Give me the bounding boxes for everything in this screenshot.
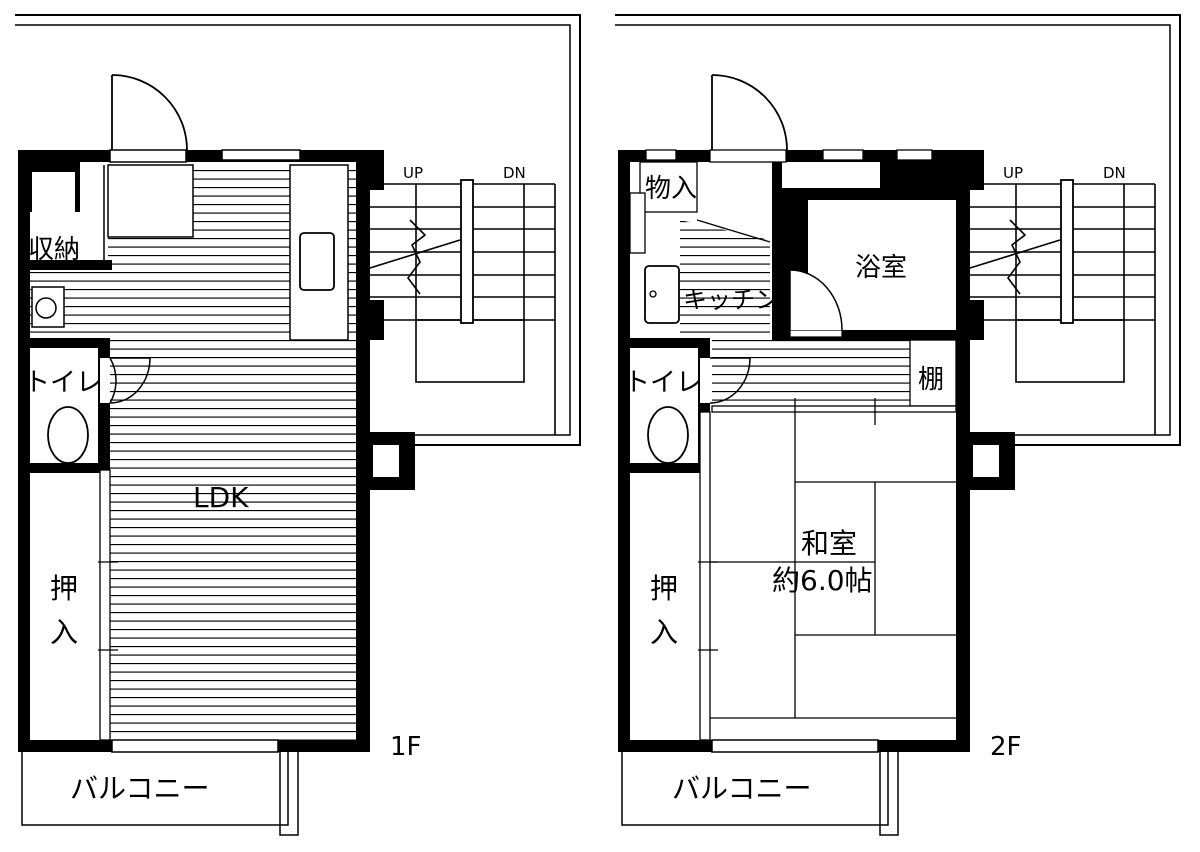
room-label-storage: 物入: [645, 174, 697, 204]
stairs-up-label: UP: [403, 164, 423, 182]
room-label-closet-1: 押: [650, 572, 678, 605]
stairs-up-label: UP: [1003, 164, 1023, 182]
floor-2f: UP DN 物入 キッチン 浴室 棚 トイレ 和室 約6.0帖 押 入 バルコニ…: [614, 14, 1181, 836]
room-label-balcony: バルコニー: [70, 772, 209, 805]
room-size-label: 約6.0帖: [772, 564, 873, 597]
room-label-balcony: バルコニー: [672, 772, 811, 805]
stairs-down-label: DN: [503, 164, 526, 182]
tatami-lines: [710, 398, 956, 719]
room-label-closet-2: 入: [650, 616, 678, 649]
room-label-closet-2: 入: [50, 616, 78, 649]
room-label-ldk: LDK: [193, 481, 249, 514]
stairs-down-label: DN: [1103, 164, 1126, 182]
floor-level-label: 2F: [990, 732, 1022, 762]
room-label-storage: 収納: [28, 235, 80, 265]
entrance-door-icon: [711, 74, 788, 152]
floor-level-label: 1F: [390, 732, 422, 762]
floor-1f: UP DN 収納 トイレ LDK 押 入 バルコニー 1F: [14, 14, 581, 836]
room-label-bath: 浴室: [855, 253, 907, 283]
room-label-toilet: トイレ: [24, 368, 102, 398]
room-label-closet-1: 押: [50, 572, 78, 605]
room-label-japanese-room: 和室: [801, 527, 857, 560]
room-label-toilet: トイレ: [624, 368, 702, 398]
room-label-kitchen: キッチン: [683, 286, 779, 314]
room-label-shelf: 棚: [918, 365, 944, 395]
entrance-door-icon: [111, 74, 188, 152]
